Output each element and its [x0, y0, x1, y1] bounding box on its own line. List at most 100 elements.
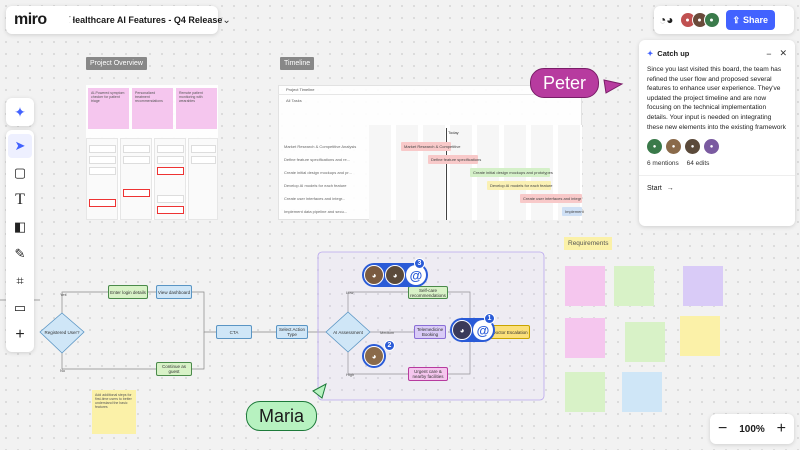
kanban-card[interactable] — [123, 145, 150, 153]
frame-label-timeline[interactable]: Timeline — [280, 57, 315, 70]
flow-step-action-type[interactable]: Select Action Type — [276, 325, 308, 339]
flow-step-login[interactable]: Enter login details — [108, 285, 148, 299]
timeline-task-label[interactable]: Define feature specifications and re... — [284, 157, 351, 162]
overview-sticky[interactable]: Remote patient monitoring with wearables — [176, 88, 217, 129]
kanban-card[interactable] — [89, 145, 116, 153]
select-cursor-icon[interactable]: ➤ — [8, 134, 32, 158]
sticky-note-icon[interactable]: ▢ — [13, 165, 27, 180]
pen-icon[interactable]: ✎ — [14, 246, 26, 261]
chevron-down-icon[interactable]: ⌄ — [222, 14, 231, 26]
today-marker — [446, 128, 447, 220]
requirement-sticky[interactable] — [565, 266, 605, 306]
zoom-in-button[interactable]: + — [776, 420, 786, 437]
kanban-card[interactable] — [157, 195, 184, 203]
kanban-card[interactable] — [191, 145, 216, 153]
timeline-task-label[interactable]: Create initial design mockups and pr... — [284, 170, 352, 175]
shapes-icon[interactable]: ◧ — [13, 219, 27, 234]
outcome-self-care[interactable]: Self-care recommendations — [408, 286, 448, 299]
reactions-icon[interactable]: ◔◕ — [659, 13, 674, 27]
kanban-card[interactable] — [157, 156, 184, 164]
ai-assist-button[interactable]: ✦ — [6, 98, 34, 126]
mention-count-badge: 2 — [384, 340, 395, 351]
timeline-task-label[interactable]: Develop AI models for each feature — [284, 183, 347, 188]
overview-sticky[interactable]: Personalized treatment recommendations — [132, 88, 173, 129]
timeline-bar[interactable]: Create initial design mockups and protot… — [470, 168, 553, 177]
mention-bubble[interactable]: ◕ — [362, 344, 386, 368]
board-title[interactable]: Healthcare AI Features - Q4 Release — [68, 15, 223, 25]
mention-bubble[interactable]: ◕ @ — [450, 318, 495, 342]
timeline-task-label[interactable]: Create user interfaces and integr... — [284, 196, 346, 201]
avatar[interactable]: ● — [647, 139, 662, 155]
share-button[interactable]: ⇪ Share — [725, 10, 776, 30]
kanban-column — [120, 138, 152, 220]
avatar[interactable]: ● — [703, 12, 720, 28]
catch-up-summary: Since you last visited this board, the t… — [647, 66, 786, 131]
frame-label-requirements[interactable]: Requirements — [564, 237, 613, 250]
timeline-task-label[interactable]: Implement data pipeline and secu... — [284, 209, 348, 214]
timeline-task-label[interactable]: Market Research & Competitive Analysis — [284, 144, 357, 149]
outcome-urgent-care[interactable]: Urgent care & nearby facilities — [408, 367, 448, 381]
timeline-bar[interactable]: Market Research & Competitive — [401, 142, 460, 151]
miro-logo[interactable]: miro — [14, 11, 47, 28]
mentions-count: 6 mentions — [647, 160, 679, 168]
requirement-sticky[interactable] — [625, 322, 665, 362]
flow-label-low: Low — [346, 290, 354, 295]
kanban-column — [86, 138, 118, 220]
kanban-column — [154, 138, 186, 220]
comment-icon[interactable]: ▭ — [13, 300, 27, 315]
collab-bar: ◔◕ ● ● ● ⇪ Share — [654, 6, 794, 34]
minus-icon[interactable]: − — [766, 48, 772, 59]
avatar[interactable]: ● — [685, 139, 700, 155]
decision-ai-assessment[interactable]: AI Assessment — [333, 329, 363, 335]
kanban-card[interactable] — [89, 156, 116, 164]
requirement-sticky[interactable] — [683, 266, 723, 306]
outcome-doctor-escalation[interactable]: Doctor Escalation — [490, 325, 530, 339]
edits-count: 64 edits — [686, 160, 710, 168]
requirement-sticky[interactable] — [565, 372, 605, 412]
kanban-column — [188, 138, 218, 220]
start-button[interactable]: Start → — [647, 185, 787, 192]
avatar: ◕ — [385, 265, 405, 285]
timeline-bar[interactable]: Define feature specifications — [428, 155, 481, 164]
zoom-out-button[interactable]: − — [718, 420, 728, 437]
timeline-bar[interactable]: Develop AI models for each feature — [487, 181, 552, 190]
at-icon: @ — [406, 265, 426, 285]
kanban-card[interactable] — [123, 156, 150, 164]
catch-up-stats: 6 mentions 64 edits — [647, 160, 787, 167]
timeline-filter[interactable]: All Tasks — [286, 98, 302, 103]
kanban-card[interactable] — [191, 156, 216, 164]
kanban-card[interactable] — [123, 189, 150, 197]
requirement-sticky[interactable] — [622, 372, 662, 412]
cursor-label-maria: Maria — [246, 401, 318, 431]
catch-up-avatars: ● ● ● ● — [647, 139, 787, 155]
requirement-sticky[interactable] — [565, 318, 605, 358]
flow-step-guest[interactable]: Continue as guest — [156, 362, 192, 376]
outcome-telemedicine[interactable]: Telemedicine Booking — [414, 325, 446, 339]
overview-sticky[interactable]: AI-Powered symptom checker for patient t… — [88, 88, 129, 129]
timeline-bar[interactable]: Implement — [562, 207, 584, 216]
text-icon[interactable]: T — [15, 191, 25, 208]
frame-label-overview[interactable]: Project Overview — [86, 57, 147, 70]
flow-note-sticky[interactable]: Add additional steps for first-time user… — [92, 390, 136, 434]
requirement-sticky[interactable] — [680, 316, 720, 356]
kanban-card[interactable] — [89, 199, 116, 207]
flow-step-dashboard[interactable]: View dashboard — [156, 285, 192, 299]
frame-icon[interactable]: ⌗ — [16, 273, 24, 288]
decision-registered-user[interactable]: Registered User? — [44, 329, 80, 335]
cursor-label-peter: Peter — [530, 68, 600, 98]
kanban-card[interactable] — [157, 167, 184, 175]
collaborator-avatars[interactable]: ● ● ● — [679, 12, 720, 28]
divider — [639, 175, 795, 177]
kanban-card[interactable] — [157, 206, 184, 214]
avatar[interactable]: ● — [666, 139, 681, 155]
avatar[interactable]: ● — [704, 139, 719, 155]
flow-step-cta[interactable]: CTA — [216, 325, 252, 339]
avatar: ◕ — [452, 320, 472, 340]
add-icon[interactable]: + — [15, 326, 25, 343]
kanban-card[interactable] — [157, 145, 184, 153]
zoom-level[interactable]: 100% — [739, 423, 765, 435]
timeline-bar[interactable]: Create user interfaces and integr — [520, 194, 582, 203]
requirement-sticky[interactable] — [614, 266, 654, 306]
kanban-card[interactable] — [89, 167, 116, 175]
close-icon[interactable]: ✕ — [779, 48, 787, 58]
